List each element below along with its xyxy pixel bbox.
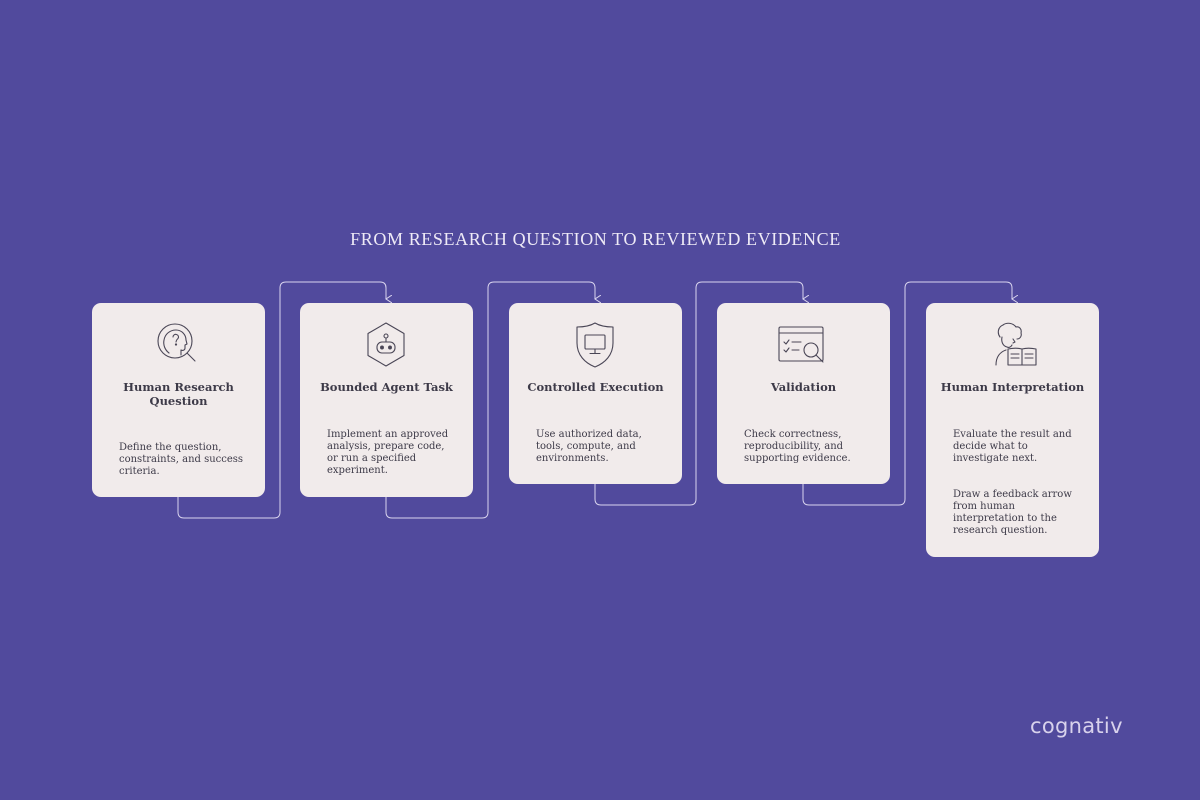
step-note: Draw a feedback arrow from human interpr… <box>953 489 1072 536</box>
shield-monitor-icon <box>565 317 625 373</box>
step-description: Implement an approved analysis, prepare … <box>327 429 449 476</box>
step-card-validation: Validation Check correctness, reproducib… <box>717 303 890 484</box>
step-heading: Human Interpretation <box>940 380 1085 394</box>
step-card-human-interpretation: Human Interpretation Evaluate the result… <box>926 303 1099 557</box>
step-heading: Bounded Agent Task <box>320 380 453 394</box>
head-question-magnifier-icon <box>148 317 208 373</box>
person-reading-book-icon <box>982 317 1042 373</box>
step-card-bounded-agent-task: Bounded Agent Task Implement an approved… <box>300 303 473 497</box>
diagram-title: FROM RESEARCH QUESTION TO REVIEWED EVIDE… <box>350 229 841 249</box>
hexagon-robot-icon <box>356 317 416 373</box>
step-description: Check correctness, reproducibility, and … <box>744 429 851 464</box>
step-heading: Controlled Execution <box>527 380 664 394</box>
step-card-controlled-execution: Controlled Execution Use authorized data… <box>509 303 682 484</box>
step-description: Use authorized data, tools, compute, and… <box>536 429 642 464</box>
step-heading: Human Research Question <box>123 380 234 408</box>
step-card-human-research-question: Human Research Question Define the quest… <box>92 303 265 497</box>
step-description: Evaluate the result and decide what to i… <box>953 429 1072 464</box>
step-heading: Validation <box>770 380 837 394</box>
step-description: Define the question, constraints, and su… <box>119 442 244 477</box>
window-checklist-magnifier-icon <box>773 317 833 373</box>
brand-logo: cognativ <box>1030 714 1123 738</box>
